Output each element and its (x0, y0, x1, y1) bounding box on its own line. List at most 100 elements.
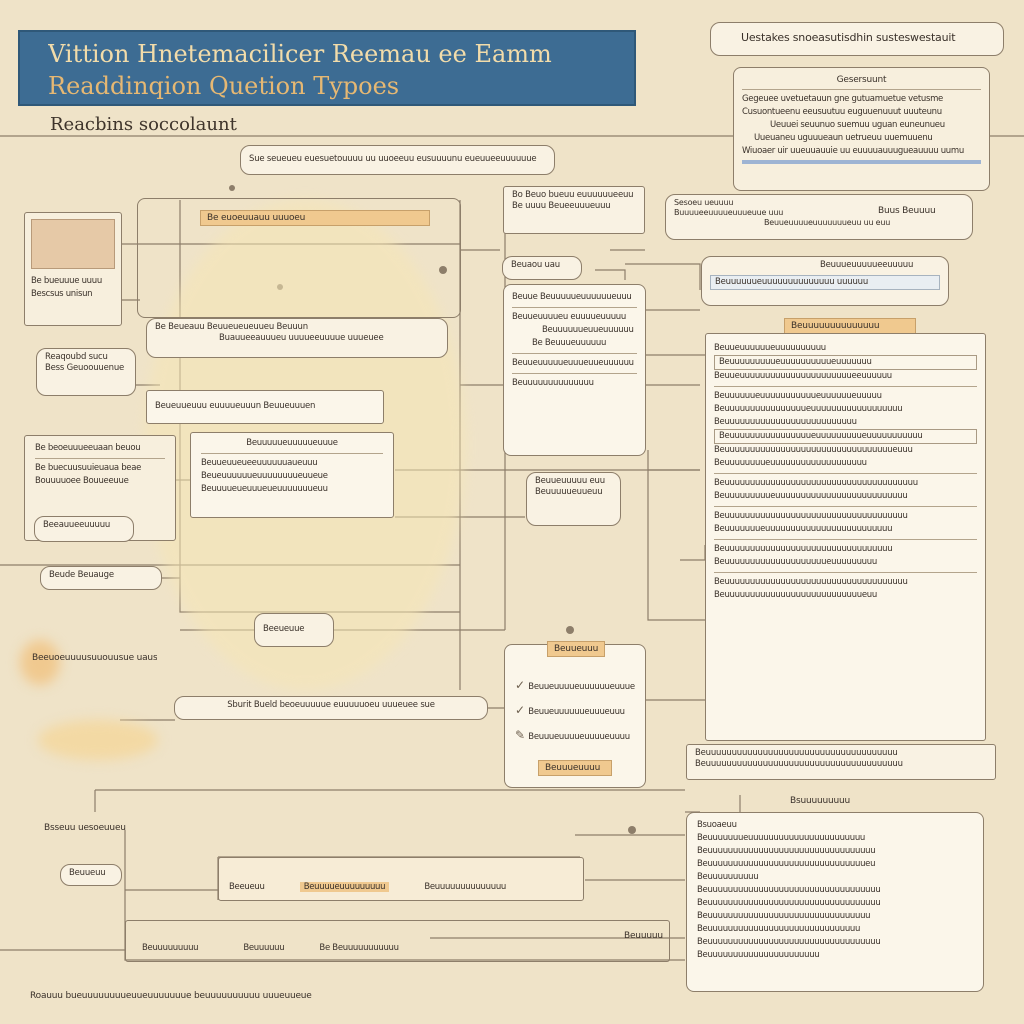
decorative-glow (38, 720, 158, 760)
right-panel-line: Beuuuuuuuuuuuuuuuuuuuuuuuuuuuuuuuuuuuuuu (714, 478, 918, 488)
sub-box-title: Beuuuuueuuuuueuuue (246, 438, 338, 448)
middle-list-box: Beuueuuu ✓ Beuueuuuueuuuuuueuuue ✓ Beuue… (504, 641, 646, 788)
left-item: Bess Geuoouuenue (45, 363, 125, 373)
card-line: Beuuuuuuuuuuuuuuuuuuuuuuuuuuuuuuuuuu (697, 937, 881, 947)
panel-line: Be Beuuueuuuuuu (532, 338, 607, 348)
page-subtitle: Reacbins soccolaunt (50, 114, 237, 135)
small-panel-line: Beuuuuueuueuu (535, 487, 603, 497)
page-title-line1: Vittion Hnetemacilicer Reemau ee Eamm (48, 40, 552, 68)
card-line: Beuuuuuuuuuu (697, 872, 759, 882)
right-pill-b-line: Beuuueuuuuueeuuuuu (820, 260, 914, 270)
center-sub-box: Beuuuuueuuuuueuuue Beuueuueueeuuuuuuaueu… (190, 432, 394, 518)
bottom-footer: Roauuu bueuuuuuuuueuueuuuuuuue beuuuuuuu… (30, 991, 312, 1001)
left-pill: Beeauueeuuuuu (34, 516, 134, 542)
right-panel-line: Beuueuuuuuuuuuuuuuuuuuuuuuueeuuuuuu (714, 371, 892, 381)
right-panel-line: Beuuuuuuuuuuuuuuuueuuuuuuuuuuuuuuuuuu (714, 404, 903, 414)
decorative-glow (20, 640, 60, 685)
middle-panel: Beuue Beuuuuueuuuuuueuuu Beuueuuuueu euu… (503, 284, 646, 456)
pencil-icon: ✎ (515, 729, 529, 742)
left-pill: Reaqoubd sucu Bess Geuoouuenue (36, 348, 136, 396)
left-item: Reaqoubd sucu (45, 352, 108, 362)
right-panel-tag: Beuuuuuuuuuuuuuu (784, 318, 916, 334)
panel-line: Beuuuuuueuueuuuuuu (542, 325, 634, 335)
checkmark-icon: ✓ (515, 679, 529, 692)
right-panel-line: Beuuuuuuuuuuuuuuuuuuuuuuuuuuuuuuuuuuuu (714, 577, 908, 587)
right-panel-line: Beuuuuuuuuuuuuuuuuuuuuuuuuuuueuu (714, 590, 877, 600)
card-line: Beuuuuuuuuuuuuuuuuuuuuuuuuuuuuuuuuu (697, 846, 876, 856)
panel-title: Beuue Beuuuuueuuuuuueuuu (512, 292, 632, 302)
note-thumbnail (31, 219, 115, 269)
right-panel-line: Beuuuuuuuuuuuuuuuuuuuuuuuuuuuuuuuuueuuu (714, 445, 913, 455)
page-title-line2: Readdinqion Quetion Typoes (48, 72, 400, 100)
center-pill-b: Beueuueuuu euuuueuuun Beuueuuuen (146, 390, 384, 424)
right-wide-pill: Beuuuuuuuuuuuuuuuuuuuuuuuuuuuuuuuuuuuuu … (686, 744, 996, 780)
list-box-title: Beuueuuu (547, 641, 606, 657)
list-box-item: ✓ Beuueuuuuuueuuueuuu (515, 704, 625, 717)
right-panel-line: Beuuuuuuuuuuuuuuuuuuuuuuuuuuuuuuuuuuuu (714, 511, 908, 521)
small-panel-line: Beuueuuuuu euu (535, 476, 605, 486)
right-panel-line: Beuuuuuuuuueuuuuuuuuuueuuuuuuu (714, 355, 977, 370)
left-item: Be bueuuue uuuu (31, 276, 102, 286)
row2-cell: Beuuuuuu (243, 943, 285, 953)
right-panel-line: Beuuuuuuuuueuuuuuuuuuuuuuuuuuuuuuuuuuu (714, 491, 908, 501)
center-main-frame (137, 198, 461, 318)
center-tag: Beeueuue (254, 613, 334, 647)
left-item: Beeuoeuuuusuuouusue uaus (32, 653, 158, 663)
right-panel-line: Beuueuuuuuueuuuuuuuuuu (714, 343, 826, 353)
pill-a-text: Be Beueauu Beuueueueuueu Beuuun (155, 322, 308, 332)
card-line: Beuuuuuuuuuuuuuuuuuuuuuuuuuuuuuuuu (697, 911, 871, 921)
left-item: Be buecuusuuieuaua beae (35, 463, 142, 473)
main-box-tag: Be euoeuuauu uuuoeu (200, 210, 430, 226)
right-panel-line: Beuuuuuuuuuuuuuuuuuuuuuuuuuuuuuuuuu (714, 544, 893, 554)
card-line: Beuuuuuuuuuuuuuuuuuuuuuuuuuuuuuuuuuu (697, 885, 881, 895)
top-right-pill: Uestakes snoeasutisdhin susteswestauit (710, 22, 1004, 56)
card-line: Cusuontueenu eeusuutuu euguuenuuut uuute… (742, 107, 942, 117)
card-line: Gegeuee uvetuetauun gne gutuamuetue vetu… (742, 94, 943, 104)
panel-line: Beuueuuuuueuuueuueuuuuuu (512, 358, 634, 368)
right-pill-a-right: Buus Beuuuu (878, 206, 936, 216)
list-box-item: ✎ Beuuueuuuueuuuueuuuu (515, 729, 630, 742)
title-banner: Vittion Hnetemacilicer Reemau ee Eamm Re… (18, 30, 636, 106)
right-pill-b: Beuuueuuuuueeuuuuu Beuuuuuueuuuuuuuuuuuu… (701, 256, 949, 306)
row2-cell: Be Beuuuuuuuuuuu (319, 943, 399, 953)
right-pill-b-line: Beuuuuuueuuuuuuuuuuuuuu uuuuuu (710, 275, 940, 290)
list-box-footer: Beuuueuuuu (538, 760, 612, 776)
bottom-right-tag: Beuuuuu (624, 931, 663, 941)
bottom-row2: Beuuuuuuuuu Beuuuuuu Be Beuuuuuuuuuuu (125, 920, 670, 962)
right-pill-a: Sesoeu ueuuuu Buuuueeuuuueuuueuue uuu Be… (665, 194, 973, 240)
center-pill-a: Be Beueauu Beuueueueuueu Beuuun Buauueea… (146, 318, 448, 358)
center-bottom-pill: Sburit Bueld beoeuuuuue euuuuuoeu uuueue… (174, 696, 488, 720)
row1-cell: Beeueuu (229, 882, 265, 892)
wide-pill-line: Beuuuuuuuuuuuuuuuuuuuuuuuuuuuuuuuuuuuuuu (695, 759, 903, 769)
pill-a-subtext: Buauueeauuueu uuuueeuuuue uuueuee (219, 333, 384, 343)
list-box-item: ✓ Beuueuuuueuuuuuueuuue (515, 679, 635, 692)
bottom-right-card: Bsuoaeuu Beuuuuuuueuuuuuuuuuuuuuuuuuuuuu… (686, 812, 984, 992)
card-title: Bsuoaeuu (697, 820, 737, 830)
right-panel-line: Beuuuuuueuuuuuuuuuuueuuuuuueuuuuu (714, 391, 882, 401)
card-line: Beuuuuuuuuuuuuuuuuuuuuuuuuuuuuuuuuuu (697, 898, 881, 908)
small-box-line: Bo Beuo bueuu euuuuuueeuu (512, 190, 634, 200)
sub-box-line: Beuueuueueeuuuuuuaueuuu (201, 458, 318, 468)
wide-pill-line: Beuuuuuuuuuuuuuuuuuuuuuuuuuuuuuuuuuuuuu (695, 748, 898, 758)
row1-cell: Beuuuueuuuuuuuuu (299, 882, 390, 892)
card-title: Gesersuunt (836, 75, 887, 85)
right-pill-a-line: Beuueuuuueuuuuuuueuu uu euu (764, 218, 891, 227)
right-pill-a-left: Sesoeu ueuuuu (674, 198, 734, 207)
card-line: Beuuuuuuuuuuuuuuuuuuuuuuuuuuuuuu (697, 924, 861, 934)
right-panel-line: Beuuuuuuuuuuuuuuuuuuuueuuuuuuuuu (714, 557, 877, 567)
bottom-row1: Beeueuu Beuuuueuuuuuuuuu Beuuuuuuuuuuuuu… (218, 857, 584, 901)
right-panel-line: Beuuuuuuuueuuuuuuuuuuuuuuuuuuu (714, 458, 867, 468)
right-panel-line: Beuuuuuuuuuuuuuuuueuuuuuuuuueuuuuuuuuuuu (714, 429, 977, 444)
card-line: Beuuuuuuuuuuuuuuuuuuuuuuuuuuuuuuueu (697, 859, 876, 869)
right-panel-line: Beuuuuuuueuuuuuuuuuuuuuuuuuuuuuuuuu (714, 524, 893, 534)
center-top-pill: Sue seueueu euesuetouuuu uu uuoeeuu eusu… (240, 145, 555, 175)
small-box-line: Be uuuu Beueeuuueuuu (512, 201, 611, 211)
top-right-card: Gesersuunt Gegeuee uvetuetauun gne gutua… (733, 67, 990, 191)
sub-box-line: Beueuuuuuueuuuuuuuueuueue (201, 471, 328, 481)
left-item: Bouuuuoee Bouueeuue (35, 476, 129, 486)
bottom-label-a: Bsseuu uesoeuueu (44, 823, 126, 833)
right-main-panel: Beuueuuuuuueuuuuuuuuuu Beuuuuuuuuueuuuuu… (705, 333, 986, 741)
right-bottom-tag: Bsuuuuuuuuu (790, 796, 851, 806)
card-line: Wiuoaer uir uueuuauuie uu euuuuauuugueau… (742, 146, 964, 156)
panel-line: Beuueuuuueu euuuueuuuuu (512, 312, 626, 322)
